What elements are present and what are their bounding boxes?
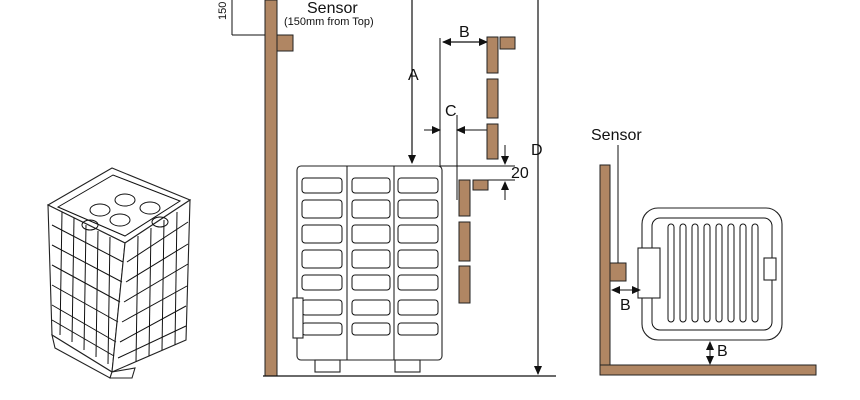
side-elevation-view: 150 Sensor (150mm from Top) A D B C 20 [217,0,556,377]
sensor-note-label: (150mm from Top) [284,16,374,28]
heater-plan [637,207,783,341]
dim-d-label: D [531,142,543,159]
dim-20-label: 20 [511,165,529,182]
plan-dim-b-bottom-label: B [717,343,728,360]
dim-b-top-label: B [459,24,470,41]
sensor-label: Sensor [307,0,358,17]
plan-dim-b-left-label: B [620,297,631,314]
plan-sensor-block [609,262,627,282]
plan-wall-bottom [599,364,817,376]
dim-a-label: A [408,67,419,84]
side-wall [264,0,278,377]
heater-side-elevation [292,165,443,373]
plan-view: Sensor B B [591,127,817,376]
isometric-heater-illustration [46,167,192,379]
upper-bench [486,36,516,160]
dim-150-label: 150 [217,2,229,20]
plan-sensor-label: Sensor [591,127,642,144]
plan-wall-left [599,164,611,376]
lower-bench [458,179,489,304]
dim-c-label: C [445,103,457,120]
sensor-block [276,34,294,52]
